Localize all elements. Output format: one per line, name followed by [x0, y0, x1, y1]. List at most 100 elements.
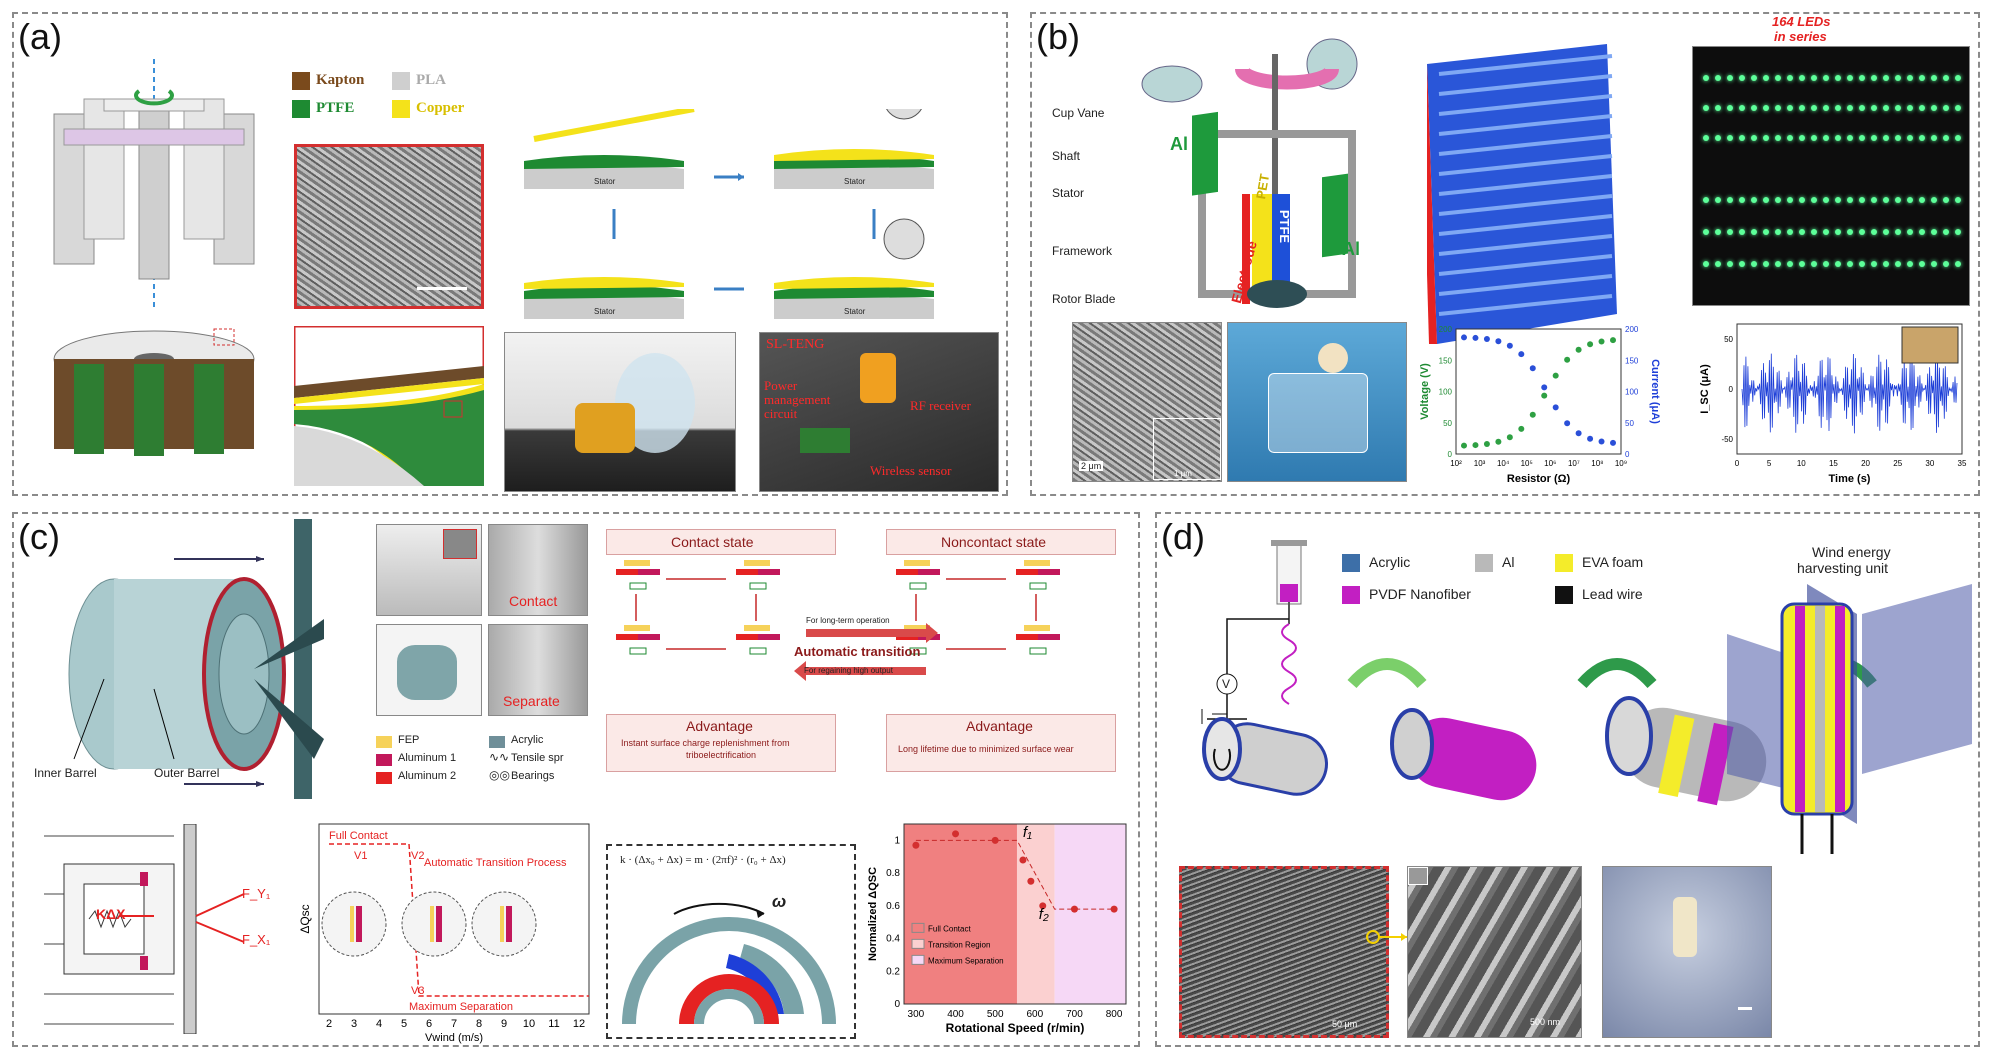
legend-swatch	[911, 922, 925, 933]
full-contact-region	[904, 824, 1017, 1004]
current-point	[1506, 342, 1513, 349]
electrode-al2	[758, 634, 780, 640]
electrode-al2	[638, 634, 660, 640]
barrel-diagram	[68, 519, 324, 799]
regaining-arrow	[794, 661, 926, 681]
led-dot	[1727, 261, 1733, 267]
current-point	[1552, 404, 1559, 411]
wireless-sensor-label: Wireless sensor	[870, 463, 952, 478]
y-tick-label: 0.4	[886, 934, 900, 945]
data-point	[1027, 877, 1035, 885]
bearing-icon: ◎◎	[489, 768, 510, 782]
led-dot	[1943, 105, 1949, 111]
panel-letter: (d)	[1161, 516, 1205, 557]
x-tick-label: 35	[1958, 459, 1967, 468]
voltage-point	[1529, 411, 1536, 418]
leds-line1: 164 LEDs	[1772, 14, 1831, 29]
led-dot	[1955, 261, 1961, 267]
long-term-arrow	[806, 623, 938, 643]
led-dot	[1895, 105, 1901, 111]
transition-region	[1016, 824, 1055, 1004]
led-dot	[1715, 105, 1721, 111]
pvdf-swatch	[1342, 586, 1360, 604]
led-dot	[1883, 197, 1889, 203]
legend-spring: Tensile spr	[511, 752, 564, 764]
ridge	[1438, 94, 1613, 116]
y-axis-label: ΔQsc	[299, 904, 312, 933]
max-sep-label: Maximum Separation	[409, 1001, 513, 1013]
led-dot	[1859, 75, 1865, 81]
x-tick-label: 0	[1735, 459, 1740, 468]
scale-bar	[417, 287, 467, 290]
part-rotor-blade: Rotor Blade	[1052, 292, 1116, 306]
auto-process-label: Automatic Transition Process	[424, 857, 567, 869]
electrode-al2	[638, 569, 660, 575]
x-tick-label: 600	[1026, 1009, 1043, 1020]
x-tick-label: 10³	[1474, 459, 1486, 468]
data-point	[991, 836, 999, 844]
x-tick-label: 15	[1829, 459, 1838, 468]
ridge-pattern	[1438, 54, 1613, 316]
x-tick-label: 6	[426, 1018, 432, 1030]
ridge	[1438, 134, 1613, 156]
voltage-point	[1506, 434, 1513, 441]
contact-state-box	[606, 529, 836, 555]
x-tick-label: 10	[523, 1018, 535, 1030]
led-dot	[1907, 261, 1913, 267]
led-dot	[1895, 261, 1901, 267]
y-tick-label: 1	[894, 835, 900, 846]
panel-a: (a) Kapton PLA PTFE Copper	[12, 12, 1008, 496]
led-dot	[1787, 135, 1793, 141]
rf-receiver-label: RF receiver	[910, 398, 972, 413]
data-point	[1039, 902, 1047, 910]
legend-eva: EVA foam	[1582, 554, 1644, 570]
max-separation-region	[1054, 824, 1126, 1004]
y-left-tick-label: 100	[1439, 388, 1453, 397]
led-dot	[1739, 261, 1745, 267]
led-dot	[1835, 229, 1841, 235]
led-dot	[1847, 105, 1853, 111]
led-dot	[1835, 261, 1841, 267]
rotor-force-diagram	[622, 902, 836, 1025]
x-tick-label: 10⁷	[1568, 459, 1580, 468]
led-dot	[1811, 229, 1817, 235]
led-dot	[1907, 75, 1913, 81]
led-dot	[1859, 261, 1865, 267]
state-diagram: Contact state Noncontact state For long-…	[596, 524, 1126, 774]
load	[749, 647, 767, 655]
led-dot	[1895, 135, 1901, 141]
legend-bearings: Bearings	[511, 770, 555, 782]
x-tick-label: 12	[573, 1018, 585, 1030]
led-dot	[1943, 135, 1949, 141]
led-dot	[1931, 261, 1937, 267]
omega-label: ω	[772, 892, 787, 911]
cup-vane-photo	[1318, 343, 1348, 373]
x-axis-label: Time (s)	[1829, 473, 1871, 485]
inner-barrel-label: Inner Barrel	[34, 766, 97, 780]
led-dot	[1787, 229, 1793, 235]
separate-photo: Separate	[488, 624, 588, 716]
equation-box	[606, 844, 856, 1039]
leds-line2: in series	[1774, 29, 1827, 44]
advantage-right-title: Advantage	[966, 718, 1033, 734]
panel-letter: (c)	[18, 516, 60, 557]
ridge	[1438, 74, 1613, 96]
x-tick-label: 7	[451, 1018, 457, 1030]
sem-scale-2um: 2 μm	[1079, 461, 1104, 471]
load	[909, 647, 927, 655]
y-left-tick-label: 0	[1448, 450, 1453, 459]
prototype-photo-d	[1602, 866, 1772, 1038]
led-dot	[1955, 105, 1961, 111]
led-dot	[1727, 75, 1733, 81]
led-dot	[1715, 75, 1721, 81]
led-dot	[1931, 105, 1937, 111]
led-dot	[1799, 261, 1805, 267]
current-point	[1483, 335, 1490, 342]
generator-body	[575, 403, 635, 453]
voltage-point	[1495, 438, 1502, 445]
led-dot	[1751, 261, 1757, 267]
electrode-al2	[758, 569, 780, 575]
x-axis-label: Vwind (m/s)	[425, 1032, 483, 1044]
led-dot	[1931, 229, 1937, 235]
